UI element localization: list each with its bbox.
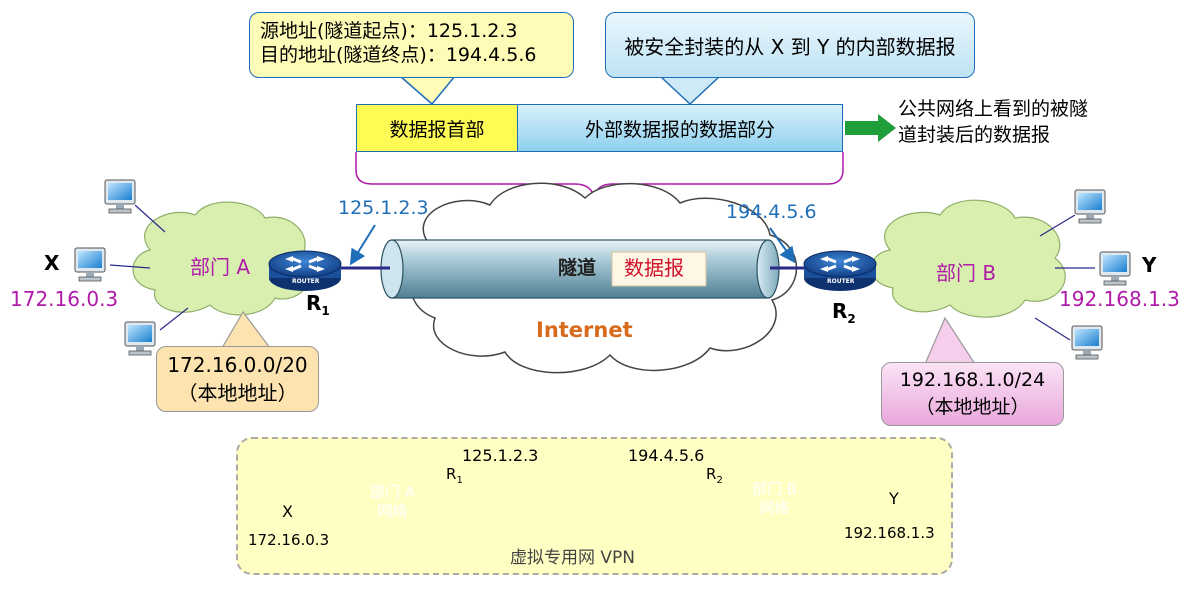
vpn-r1-label: R1 <box>446 465 463 486</box>
yellow-callout-pointer <box>398 75 457 106</box>
destination-address-text: 目的地址(隧道终点)：194.4.5.6 <box>260 44 537 66</box>
local-address-b-callout: 192.168.1.0/24 （本地地址） <box>881 362 1064 426</box>
vpn-x-label: X <box>282 502 293 521</box>
router-r2-label: R2 <box>832 299 856 326</box>
secure-payload-text: 被安全封装的从 X 到 Y 的内部数据报 <box>624 34 956 59</box>
host-a1-icon <box>104 179 136 214</box>
host-x-label: X <box>44 251 60 275</box>
host-y-icon <box>1099 251 1131 286</box>
vpn-panel <box>236 437 953 575</box>
local-net-b: 192.168.1.0/24 <box>899 369 1046 391</box>
router-r1-label: R1 <box>306 291 330 318</box>
host-b3-icon <box>1071 325 1103 360</box>
host-a3-icon <box>124 321 156 356</box>
local-note-b: （本地地址） <box>915 396 1030 418</box>
router-r2-ip: 194.4.5.6 <box>726 201 817 223</box>
internet-label: Internet <box>536 318 633 342</box>
host-x-icon <box>74 247 106 282</box>
datagram-data-cell: 外部数据报的数据部分 <box>518 105 842 151</box>
host-b1-icon <box>1074 189 1106 224</box>
secure-payload-callout: 被安全封装的从 X 到 Y 的内部数据报 <box>605 12 975 78</box>
host-y-label: Y <box>1142 253 1157 277</box>
source-address-text: 源地址(隧道起点)：125.1.2.3 <box>260 20 518 42</box>
dept-b-label: 部门 B <box>936 261 997 285</box>
vpn-r2-label: R2 <box>706 465 723 486</box>
host-y-ip: 192.168.1.3 <box>1059 287 1180 311</box>
vpn-r2-ip: 194.4.5.6 <box>628 446 705 465</box>
public-network-arrow <box>845 114 896 142</box>
router-r2-text: ROUTER <box>827 278 855 285</box>
datagram-header-cell: 数据报首部 <box>357 105 518 151</box>
tunnel-datagram-box <box>611 251 707 287</box>
tunnel-address-callout: 源地址(隧道起点)：125.1.2.3 目的地址(隧道终点)：194.4.5.6 <box>249 12 574 78</box>
vpn-dept-b-label: 部门 B 网络 <box>752 480 798 517</box>
vpn-y-label: Y <box>889 489 899 508</box>
vpn-dept-a-label: 部门 A 网络 <box>370 483 416 520</box>
dept-b-cloud <box>870 199 1066 318</box>
vpn-x-ip: 172.16.0.3 <box>248 531 330 549</box>
router-r1-text: ROUTER <box>292 278 320 285</box>
tunnel-label: 隧道 <box>558 257 597 279</box>
vpn-r1-ip: 125.1.2.3 <box>462 446 539 465</box>
vpn-y-ip: 192.168.1.3 <box>844 524 935 542</box>
local-net-a: 172.16.0.0/20 <box>167 353 308 377</box>
local-note-a: （本地地址） <box>177 381 298 405</box>
dept-a-label: 部门 A <box>190 255 251 279</box>
local-address-a-callout: 172.16.0.0/20 （本地地址） <box>156 346 319 412</box>
vpn-caption: 虚拟专用网 VPN <box>510 548 636 568</box>
router-r1-ip: 125.1.2.3 <box>338 197 429 219</box>
host-x-ip: 172.16.0.3 <box>10 287 119 311</box>
public-network-label: 公共网络上看到的被隧道封装后的数据报 <box>898 98 1089 146</box>
tunnel-datagram-label: 数据报 <box>624 256 684 280</box>
blue-callout-pointer <box>658 75 722 106</box>
outer-datagram-bar: 数据报首部 外部数据报的数据部分 <box>356 104 843 152</box>
